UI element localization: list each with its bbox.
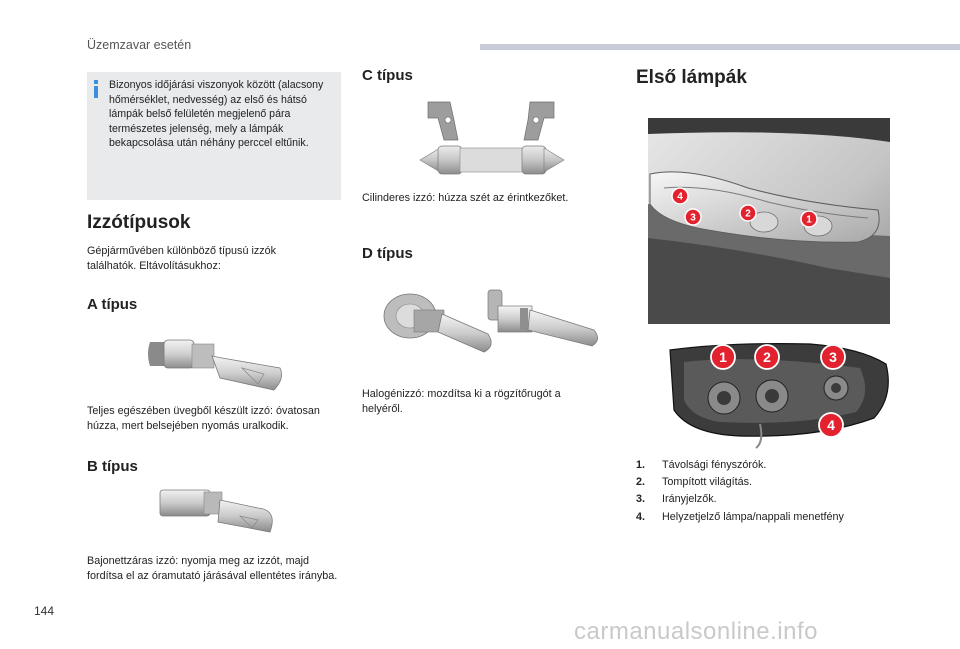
info-box — [87, 72, 341, 200]
type-d-text: Halogénizzó: mozdítsa ki a rögzítőrugót … — [362, 388, 561, 415]
svg-text:3: 3 — [829, 349, 837, 365]
legend-number: 4. — [636, 510, 646, 523]
marker-1: 1 — [800, 210, 818, 233]
type-d-bulb-image — [370, 280, 610, 370]
svg-text:1: 1 — [719, 349, 727, 365]
type-b-heading: B típus — [87, 458, 138, 475]
info-text: Bizonyos időjárási viszonyok között (ala… — [109, 79, 324, 150]
front-lamps-heading: Első lámpák — [636, 67, 747, 88]
legend-item: 1. Távolsági fényszórók. — [636, 457, 844, 474]
legend-label: Tompított világítás. — [662, 476, 753, 489]
type-d-heading: D típus — [362, 245, 413, 262]
type-a-text: Teljes egészében üvegből készült izzó: ó… — [87, 405, 320, 432]
headlamp-rear-image — [660, 338, 900, 450]
svg-text:2: 2 — [745, 209, 751, 220]
legend-item: 4. Helyzetjelző lámpa/nappali menetfény — [636, 509, 844, 526]
legend-number: 3. — [636, 493, 646, 506]
section-title: Üzemzavar esetén — [87, 38, 192, 52]
watermark: carmanualsonline.info — [574, 618, 818, 645]
type-a-heading: A típus — [87, 296, 138, 313]
page-number: 144 — [34, 604, 55, 618]
info-icon — [92, 80, 100, 98]
marker-bottom-2: 2 — [754, 344, 780, 375]
header-bar — [480, 44, 960, 50]
legend-label: Helyzetjelző lámpa/nappali menetfény — [662, 510, 844, 523]
type-c-text: Cilinderes izzó: húzza szét az érintkező… — [362, 192, 569, 204]
type-b-bulb-image — [154, 482, 284, 542]
legend-number: 2. — [636, 476, 646, 489]
svg-text:2: 2 — [763, 349, 771, 365]
legend-item: 2. Tompított világítás. — [636, 474, 844, 491]
svg-text:3: 3 — [690, 213, 696, 224]
bulb-types-heading: Izzótípusok — [87, 212, 191, 233]
marker-bottom-1: 1 — [710, 344, 736, 375]
marker-bottom-4: 4 — [818, 412, 844, 443]
svg-text:4: 4 — [677, 192, 683, 203]
svg-text:4: 4 — [827, 417, 835, 433]
marker-bottom-3: 3 — [820, 344, 846, 375]
svg-text:1: 1 — [806, 215, 812, 226]
legend-label: Irányjelzők. — [662, 493, 717, 506]
legend-label: Távolsági fényszórók. — [662, 459, 767, 471]
legend-item: 3. Irányjelzők. — [636, 491, 844, 508]
type-c-heading: C típus — [362, 67, 413, 84]
legend-list: 1. Távolsági fényszórók. 2. Tompított vi… — [636, 457, 844, 526]
type-c-bulb-image — [418, 96, 568, 178]
type-a-bulb-image — [142, 330, 287, 400]
marker-2: 2 — [739, 204, 757, 227]
bulb-types-intro: Gépjárművében különböző típusú izzók tal… — [87, 245, 277, 272]
marker-4: 4 — [671, 187, 689, 210]
type-b-text: Bajonettzáras izzó: nyomja meg az izzót,… — [87, 555, 338, 582]
marker-3: 3 — [684, 208, 702, 231]
legend-number: 1. — [636, 459, 646, 471]
